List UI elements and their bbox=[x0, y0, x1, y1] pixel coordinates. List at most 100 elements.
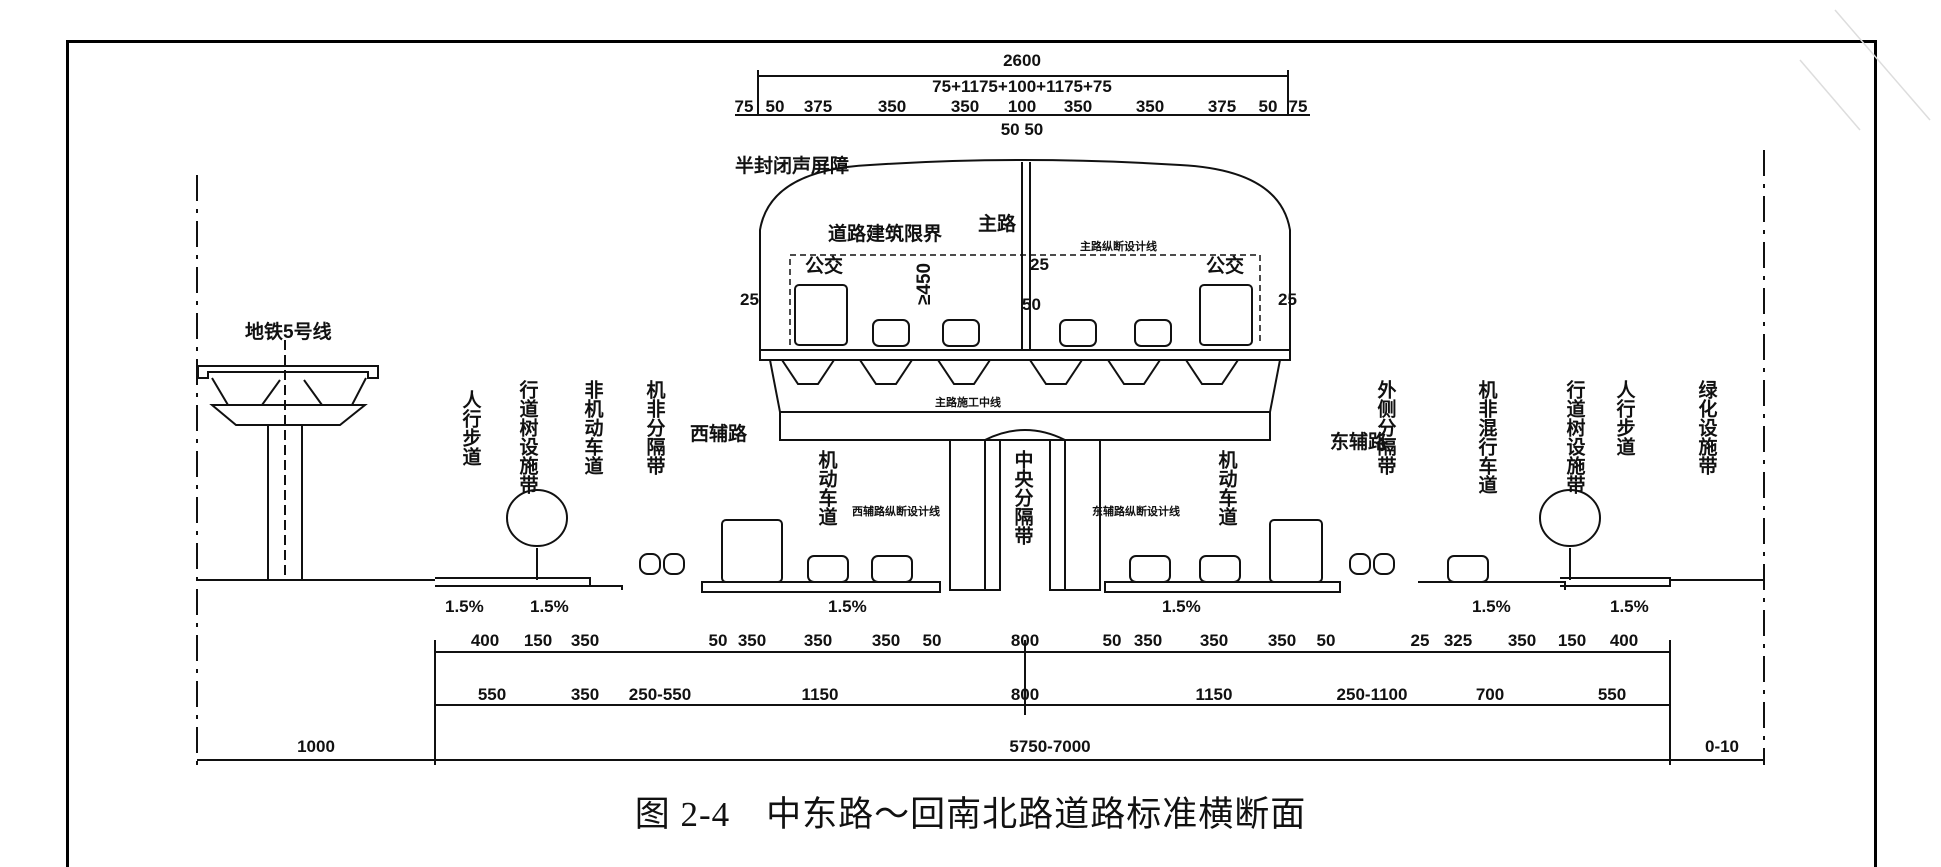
label-motor-right: 机动车道 bbox=[1216, 450, 1238, 527]
diagram-text: 375 bbox=[1208, 97, 1236, 116]
diagram-text: 100 bbox=[1008, 97, 1036, 116]
label-nonmotor-left: 非机动车道 bbox=[582, 380, 604, 476]
diagram-text: 350 bbox=[1508, 631, 1536, 650]
label-outer-sep: 外侧分隔带 bbox=[1375, 379, 1397, 476]
west-aux-slab bbox=[701, 581, 941, 593]
left-tree bbox=[506, 489, 568, 580]
row2-dims: 550 350 250-550 1150 800 1150 250-1100 7… bbox=[478, 685, 1626, 704]
diagram-text: 50 bbox=[766, 97, 785, 116]
diagram-text: 1000 bbox=[297, 737, 335, 756]
diagram-text: 75 bbox=[1289, 97, 1308, 116]
east-car-1 bbox=[1129, 555, 1171, 583]
label-metro: 地铁5号线 bbox=[245, 320, 332, 343]
diagram-text: 350 bbox=[738, 631, 766, 650]
diagram-text: 50 bbox=[923, 631, 942, 650]
diagram-text: 350 bbox=[1200, 631, 1228, 650]
diagram-text: 350 bbox=[1064, 97, 1092, 116]
diagram-text: 1150 bbox=[1196, 685, 1233, 704]
diagram-text: 250-550 bbox=[629, 685, 691, 704]
label-clear-height: ≥450 bbox=[914, 263, 935, 305]
east-bus bbox=[1269, 519, 1323, 583]
diagram-text: 50 bbox=[1317, 631, 1336, 650]
main-car-1 bbox=[872, 319, 910, 347]
label-separator-left: 机非分隔带 bbox=[644, 380, 666, 476]
diagram-text: 350 bbox=[878, 97, 906, 116]
diagram-text: 700 bbox=[1476, 685, 1504, 704]
diagram-text: 400 bbox=[471, 631, 499, 650]
main-car-3 bbox=[1059, 319, 1097, 347]
diagram-text: 350 bbox=[872, 631, 900, 650]
diagram-text: 1.5% bbox=[1162, 597, 1201, 616]
east-mixed-slab bbox=[1418, 581, 1566, 590]
label-main-profile: 主路纵断设计线 bbox=[1080, 239, 1157, 253]
dim-center-split: 50 50 bbox=[1001, 120, 1044, 139]
row1-dims: 400 150 350 50 350 350 350 50 800 50 350… bbox=[471, 631, 1638, 650]
label-sidewalk-right: 人行步道 bbox=[1614, 380, 1637, 457]
diagram-text: 350 bbox=[804, 631, 832, 650]
diagram-text: 350 bbox=[1268, 631, 1296, 650]
east-sidewalk-slab bbox=[1560, 577, 1671, 587]
diagram-text: 1.5% bbox=[1610, 597, 1649, 616]
diagram-text: 375 bbox=[804, 97, 832, 116]
label-mixed-right: 机非混行车道 bbox=[1476, 380, 1499, 495]
label-noise-barrier: 半封闭声屏障 bbox=[735, 154, 849, 177]
main-car-2 bbox=[942, 319, 980, 347]
label-clearance: 道路建筑限界 bbox=[828, 222, 942, 245]
left-sidewalk-slab bbox=[435, 577, 591, 587]
east-car-2 bbox=[1199, 555, 1241, 583]
label-treebelt-right: 行道树设施带 bbox=[1564, 379, 1587, 495]
noise-barrier bbox=[759, 159, 1291, 350]
diagram-text: 350 bbox=[1134, 631, 1162, 650]
diagram-text: 550 bbox=[1598, 685, 1626, 704]
label-d50-mid: 50 bbox=[1022, 295, 1041, 314]
left-nonmotor-slab bbox=[540, 585, 623, 590]
top-segment-labels: 75 50 375 350 350 100 350 350 375 50 75 bbox=[735, 97, 1308, 116]
diagram-text: 800 bbox=[1011, 685, 1039, 704]
diagram-text: 50 bbox=[1103, 631, 1122, 650]
east-aux-slab bbox=[1104, 581, 1341, 593]
diagram-text: 350 bbox=[1136, 97, 1164, 116]
label-greenbelt: 绿化设施带 bbox=[1696, 379, 1718, 476]
diagram-text: 400 bbox=[1610, 631, 1638, 650]
diagram-text: 5750-7000 bbox=[1009, 737, 1090, 756]
drawing-frame bbox=[66, 40, 1877, 867]
label-d25-mid: 25 bbox=[1030, 255, 1049, 274]
diagram-text: 1.5% bbox=[828, 597, 867, 616]
diagram-text: 75 bbox=[735, 97, 754, 116]
west-bus bbox=[721, 519, 783, 583]
diagram-text: 800 bbox=[1011, 631, 1039, 650]
diagram-text: 325 bbox=[1444, 631, 1472, 650]
diagram-text: 50 bbox=[1259, 97, 1278, 116]
diagram-text: 250-1100 bbox=[1337, 685, 1408, 704]
label-bus-right: 公交 bbox=[1206, 254, 1244, 277]
diagram-text: 350 bbox=[951, 97, 979, 116]
main-bus-right bbox=[1199, 284, 1253, 346]
label-treebelt-left: 行道树设施带 bbox=[517, 379, 540, 495]
diagram-text: 350 bbox=[571, 685, 599, 704]
west-separator-shrubs bbox=[639, 553, 685, 575]
figure-caption: 图 2-4 中东路～回南北路道路标准横断面 bbox=[634, 795, 1307, 834]
main-bus-left bbox=[794, 284, 848, 346]
east-separator-shrubs bbox=[1349, 553, 1395, 575]
label-median: 中央分隔带 bbox=[1012, 449, 1034, 546]
vertical-labels: 人行步道 行道树设施带 非机动车道 机非分隔带 机动车道 中央分隔带 机动车道 … bbox=[460, 379, 1718, 546]
label-motor-left: 机动车道 bbox=[816, 450, 838, 527]
metro-viaduct bbox=[197, 340, 379, 580]
label-west-profile: 西辅路纵断设计线 bbox=[852, 504, 940, 518]
label-d25-left: 25 bbox=[740, 290, 759, 309]
diagram-text: 0-10 bbox=[1705, 737, 1739, 756]
east-car-3 bbox=[1447, 555, 1489, 583]
diagram-text: 550 bbox=[478, 685, 506, 704]
label-main-road: 主路 bbox=[978, 212, 1017, 235]
west-car-2 bbox=[871, 555, 913, 583]
label-east-aux: 东辅路 bbox=[1330, 430, 1388, 453]
diagram-text: 1.5% bbox=[445, 597, 484, 616]
right-tree bbox=[1539, 489, 1601, 580]
label-d25-right: 25 bbox=[1278, 290, 1297, 309]
diagram-text: 150 bbox=[1558, 631, 1586, 650]
diagram-text: 50 bbox=[709, 631, 728, 650]
main-car-4 bbox=[1134, 319, 1172, 347]
label-west-aux: 西辅路 bbox=[690, 422, 748, 445]
label-main-center: 主路施工中线 bbox=[935, 395, 1001, 409]
